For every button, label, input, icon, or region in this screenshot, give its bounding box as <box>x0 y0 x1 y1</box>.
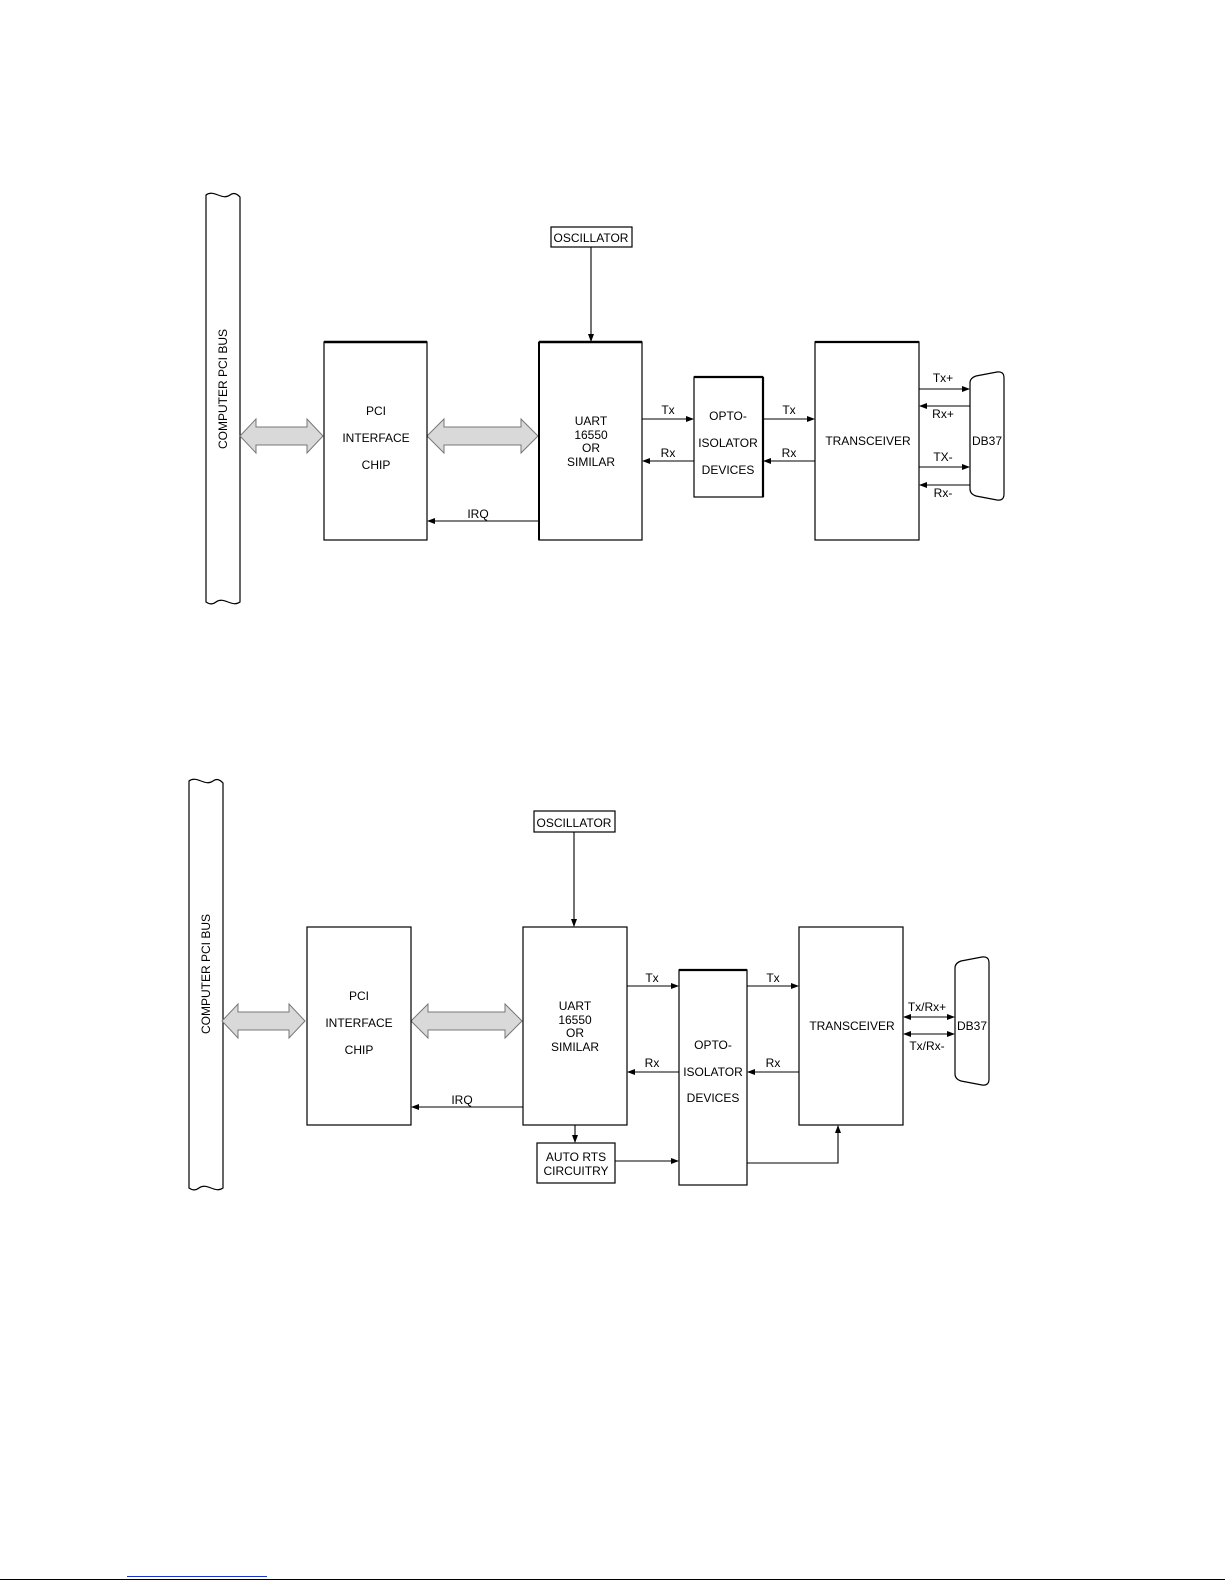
auto-rts-line-1: AUTO RTS <box>546 1150 606 1164</box>
bus-to-pci-arrow <box>222 1004 305 1038</box>
uart-bottom: UART 16550 OR SIMILAR <box>523 927 627 1125</box>
rx-minus-label: Rx- <box>934 486 953 500</box>
irq-label: IRQ <box>467 507 488 521</box>
uart-line-3: OR <box>582 441 600 455</box>
pci-chip-line-3: CHIP <box>345 1043 374 1057</box>
pci-chip-line-2: INTERFACE <box>342 431 409 445</box>
oscillator-top: OSCILLATOR <box>551 227 632 247</box>
tx-plus-label: Tx+ <box>933 371 953 385</box>
oscillator-bottom: OSCILLATOR <box>534 811 615 832</box>
uart-line-3: OR <box>566 1026 584 1040</box>
oscillator-label: OSCILLATOR <box>537 816 612 830</box>
opto-isolator-bottom: OPTO- ISOLATOR DEVICES <box>679 970 747 1185</box>
rx-plus-label: Rx+ <box>932 407 954 421</box>
pci-bus-top: COMPUTER PCI BUS <box>206 193 240 604</box>
uart-opto-tx-label: Tx <box>661 403 674 417</box>
opto-line-3: DEVICES <box>702 463 755 477</box>
opto-trans-tx-label: Tx <box>766 971 779 985</box>
opto-trans-rx-label: Rx <box>766 1056 781 1070</box>
bus-label: COMPUTER PCI BUS <box>199 914 213 1034</box>
txrx-plus-label: Tx/Rx+ <box>908 1000 946 1014</box>
uart-line-2: 16550 <box>558 1013 592 1027</box>
opto-trans-tx-label: Tx <box>782 403 795 417</box>
auto-rts-circuitry: AUTO RTS CIRCUITRY <box>537 1143 615 1183</box>
pci-interface-chip-bottom: PCI INTERFACE CHIP <box>307 927 411 1125</box>
db37-connector-bottom: DB37 <box>955 957 989 1085</box>
auto-rts-line-2: CIRCUITRY <box>543 1164 608 1178</box>
db37-label: DB37 <box>972 434 1002 448</box>
uart-line-4: SIMILAR <box>551 1040 599 1054</box>
uart-opto-tx-label: Tx <box>645 971 658 985</box>
transceiver-bottom: TRANSCEIVER <box>799 927 903 1125</box>
opto-line-3: DEVICES <box>687 1091 740 1105</box>
pci-interface-chip-top: PCI INTERFACE CHIP <box>324 342 427 540</box>
oscillator-label: OSCILLATOR <box>554 231 629 245</box>
db37-label: DB37 <box>957 1019 987 1033</box>
opto-trans-rx-label: Rx <box>782 446 797 460</box>
uart-line-1: UART <box>575 414 608 428</box>
pci-to-uart-arrow <box>427 419 538 453</box>
bus-to-pci-arrow <box>240 419 323 453</box>
uart-line-2: 16550 <box>574 428 608 442</box>
pci-chip-line-2: INTERFACE <box>325 1016 392 1030</box>
opto-to-transceiver-enable-wire <box>747 1126 838 1163</box>
irq-label: IRQ <box>451 1093 472 1107</box>
db37-connector-top: DB37 <box>970 372 1004 500</box>
pci-to-uart-arrow <box>411 1004 522 1038</box>
diagram-bottom: COMPUTER PCI BUS PCI INTERFACE CHIP OSCI… <box>189 779 989 1190</box>
transceiver-top: TRANSCEIVER <box>815 342 919 540</box>
opto-line-1: OPTO- <box>694 1038 732 1052</box>
uart-line-1: UART <box>559 999 592 1013</box>
footer-rule <box>0 1579 1225 1580</box>
uart-opto-rx-label: Rx <box>661 446 676 460</box>
opto-line-1: OPTO- <box>709 409 747 423</box>
pci-chip-line-1: PCI <box>366 404 386 418</box>
pci-chip-line-3: CHIP <box>362 458 391 472</box>
uart-line-4: SIMILAR <box>567 455 615 469</box>
uart-top: UART 16550 OR SIMILAR <box>539 342 642 540</box>
tx-minus-label: TX- <box>933 450 952 464</box>
opto-line-2: ISOLATOR <box>683 1065 743 1079</box>
transceiver-label: TRANSCEIVER <box>809 1019 895 1033</box>
uart-opto-rx-label: Rx <box>645 1056 660 1070</box>
diagram-top: COMPUTER PCI BUS PCI INTERFACE CHIP OSCI… <box>206 193 1004 604</box>
bus-label: COMPUTER PCI BUS <box>216 329 230 449</box>
pci-bus-bottom: COMPUTER PCI BUS <box>189 779 223 1190</box>
transceiver-label: TRANSCEIVER <box>825 434 911 448</box>
pci-chip-line-1: PCI <box>349 989 369 1003</box>
opto-isolator-top: OPTO- ISOLATOR DEVICES <box>694 377 763 497</box>
opto-line-2: ISOLATOR <box>698 436 758 450</box>
txrx-minus-label: Tx/Rx- <box>909 1039 944 1053</box>
footer-link-underline <box>127 1576 267 1577</box>
